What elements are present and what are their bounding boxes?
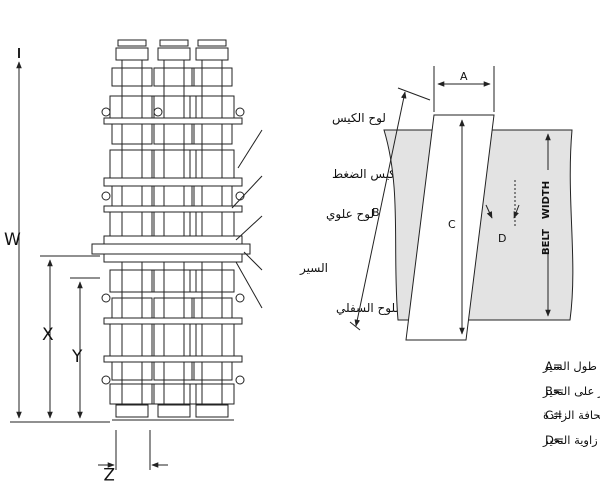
top-plate-shape <box>103 235 243 245</box>
belt-label: BELT <box>541 229 552 255</box>
legend-item-c: C= أبعاد الزاوية القائمة عبر الحزام، تدا… <box>543 407 600 423</box>
callout-bag-plate: لوح الكيس <box>332 111 386 126</box>
legend-item-d: D= زاوية التحيز <box>542 433 598 448</box>
legend-text-a: طول اللوح على طول السير <box>542 359 600 374</box>
legend-key-d: D= <box>545 433 564 447</box>
letter-a: A <box>460 70 468 83</box>
callout-bottom-plate: اللوح السفلي <box>336 301 402 316</box>
skewed-plate <box>405 114 495 341</box>
legend-item-b: B= عرض اللوح عبر السير على التحيز <box>542 384 600 399</box>
callout-pressure-bag: كيس الضغط <box>332 167 395 182</box>
callout-belt: السير <box>299 261 328 276</box>
width-label: WIDTH <box>541 181 552 219</box>
legend-key-c: C= <box>545 408 563 422</box>
lower-columns <box>101 262 245 421</box>
legend-key-b: B= <box>545 384 563 398</box>
belt-diagram <box>349 66 574 341</box>
belt-shape <box>91 243 251 255</box>
callout-top-plate: لوح علوي <box>326 207 374 222</box>
dimension-lines <box>10 61 168 470</box>
press-assembly <box>18 39 251 421</box>
callout-leaders <box>231 129 263 309</box>
w-label: W <box>4 230 21 250</box>
b-dimension-line <box>354 91 407 327</box>
legend-text-b: عرض اللوح عبر السير على التحيز <box>542 384 600 399</box>
letter-d: D <box>498 232 506 245</box>
legend-text-c: أبعاد الزاوية القائمة عبر الحزام، تداخل … <box>543 407 600 423</box>
y-label: Y <box>71 347 83 367</box>
upper-columns <box>101 39 245 240</box>
legend: A= طول اللوح على طول السير B= عرض اللوح … <box>542 359 600 448</box>
bottom-plate-shape <box>103 253 243 263</box>
legend-text-d: زاوية التحيز <box>542 433 598 448</box>
z-label: Z <box>103 463 115 483</box>
letter-b: B <box>372 206 380 219</box>
legend-item-a: A= طول اللوح على طول السير <box>542 359 600 374</box>
letter-c: C <box>448 218 456 231</box>
legend-key-a: A= <box>545 359 563 373</box>
x-label: X <box>42 325 54 345</box>
